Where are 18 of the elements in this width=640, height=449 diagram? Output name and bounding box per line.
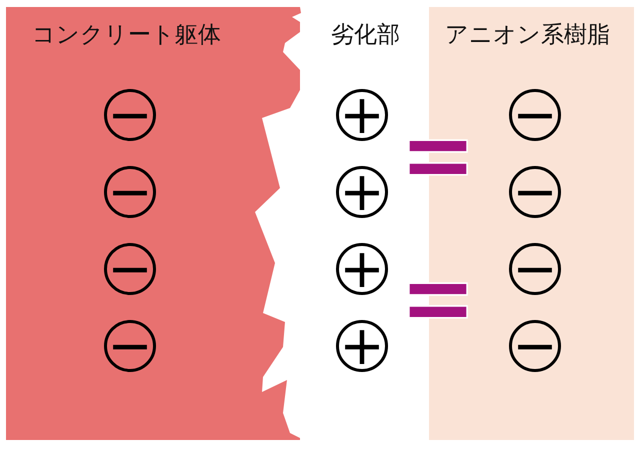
- plus-charge-symbol: +: [336, 243, 388, 295]
- minus-charge-symbol: −: [104, 320, 156, 372]
- minus-charge-symbol: −: [509, 166, 561, 218]
- equals-sign: =: [403, 278, 473, 320]
- section-heading: コンクリート躯体: [32, 21, 221, 49]
- plus-charge-symbol: +: [336, 166, 388, 218]
- equals-sign: =: [403, 135, 473, 177]
- plus-charge-symbol: +: [336, 89, 388, 141]
- plus-charge-symbol: +: [336, 320, 388, 372]
- section-heading: アニオン系樹脂: [445, 21, 610, 49]
- concrete-panel: [6, 7, 302, 440]
- minus-charge-symbol: −: [509, 320, 561, 372]
- minus-charge-symbol: −: [509, 89, 561, 141]
- section-heading: 劣化部: [331, 21, 400, 49]
- minus-charge-symbol: −: [104, 89, 156, 141]
- minus-charge-symbol: −: [509, 243, 561, 295]
- minus-charge-symbol: −: [104, 166, 156, 218]
- minus-charge-symbol: −: [104, 243, 156, 295]
